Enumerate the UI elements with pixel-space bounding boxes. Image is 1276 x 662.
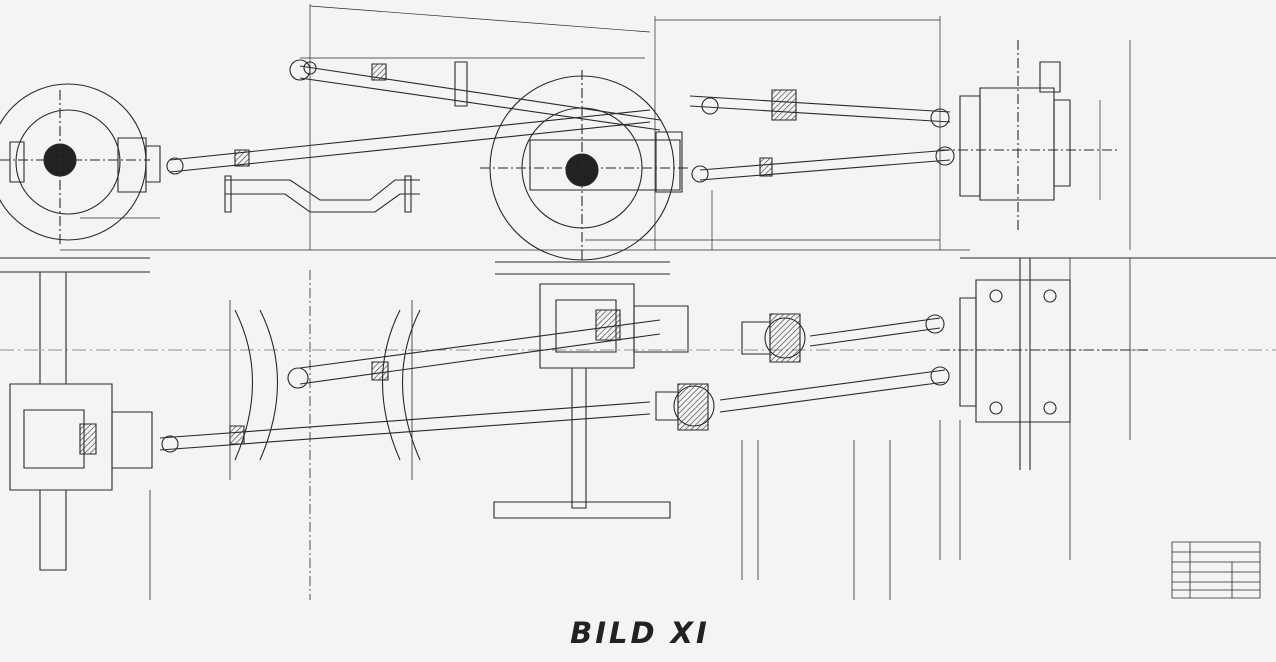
- left-axle-drive: [10, 138, 160, 192]
- upper-differential: [742, 314, 805, 362]
- side-elevation: [0, 4, 1276, 274]
- lower-differential: [656, 384, 714, 430]
- middle-gearbox-plan: [494, 284, 688, 518]
- middle-wheel: [480, 70, 690, 262]
- upper-long-shaft: [290, 60, 660, 130]
- lower-long-shaft: [167, 110, 650, 174]
- right-drum-housing: [940, 40, 1120, 230]
- ground-lines: [0, 258, 1276, 274]
- title-block: [1172, 542, 1260, 598]
- plan-upper-shaft: [288, 320, 660, 388]
- plan-view: [0, 258, 1276, 600]
- structural-lines: [0, 258, 1276, 600]
- plan-right-lower-shaft: [720, 367, 949, 412]
- right-housing-plan: [940, 258, 1150, 470]
- figure-caption: BILD XI: [570, 616, 710, 650]
- right-upper-shaft: [690, 90, 950, 127]
- plan-wheels: [235, 310, 420, 460]
- right-lower-shaft: [692, 147, 954, 182]
- plan-right-upper-shaft: [810, 315, 944, 346]
- dimension-lines: [60, 4, 1130, 250]
- left-wheel: [0, 84, 150, 245]
- frame-profile: [225, 176, 420, 212]
- left-axle-plan: [10, 272, 152, 570]
